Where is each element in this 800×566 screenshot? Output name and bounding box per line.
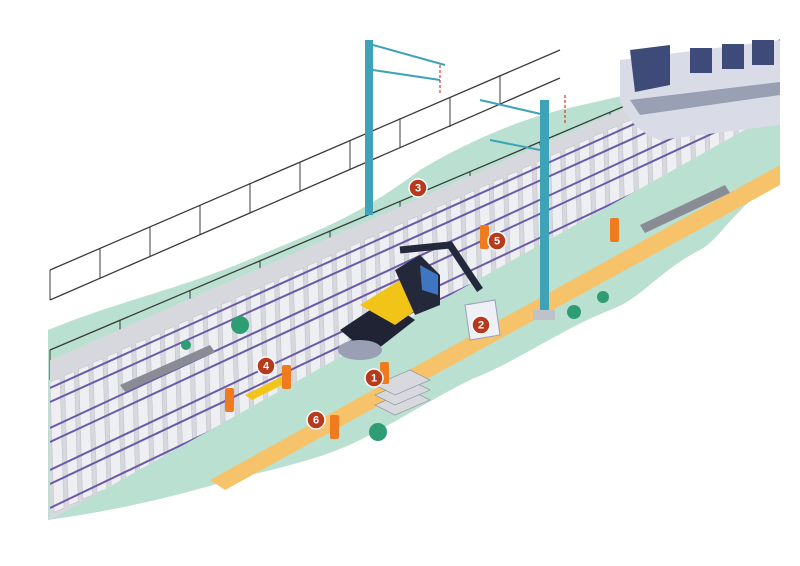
marker-circle — [487, 231, 507, 251]
marker-label: 6 — [313, 415, 319, 427]
marker-circle — [256, 356, 276, 376]
marker-label: 3 — [415, 183, 421, 195]
marker-circle — [408, 178, 428, 198]
marker-step-5-signal-worker[interactable]: 5 — [487, 231, 507, 251]
concrete-slab-right — [640, 185, 730, 233]
marker-circle — [364, 368, 384, 388]
marker-circle — [306, 410, 326, 430]
marker-label: 1 — [371, 373, 377, 385]
rail-trolley — [245, 375, 292, 400]
bushes — [181, 291, 609, 441]
marker-label: 5 — [494, 236, 500, 248]
concrete-slab-left — [120, 345, 215, 392]
sleeper-stack — [374, 369, 431, 416]
marker-step-4-rail-trolley[interactable]: 4 — [256, 356, 276, 376]
marker-circle — [471, 315, 491, 335]
marker-step-2-ballast-bag[interactable]: 2 — [471, 315, 491, 335]
train — [620, 40, 780, 140]
marker-label: 4 — [263, 361, 270, 373]
catenary-mast-right — [479, 95, 566, 320]
marker-step-1-ballast-workers[interactable]: 1 — [364, 368, 384, 388]
marker-step-3-catenary-mast[interactable]: 3 — [408, 178, 428, 198]
catenary-mast-left — [365, 40, 446, 215]
excavator — [338, 241, 483, 360]
marker-step-6-inspection-worker[interactable]: 6 — [306, 410, 326, 430]
marker-label: 2 — [478, 320, 484, 332]
